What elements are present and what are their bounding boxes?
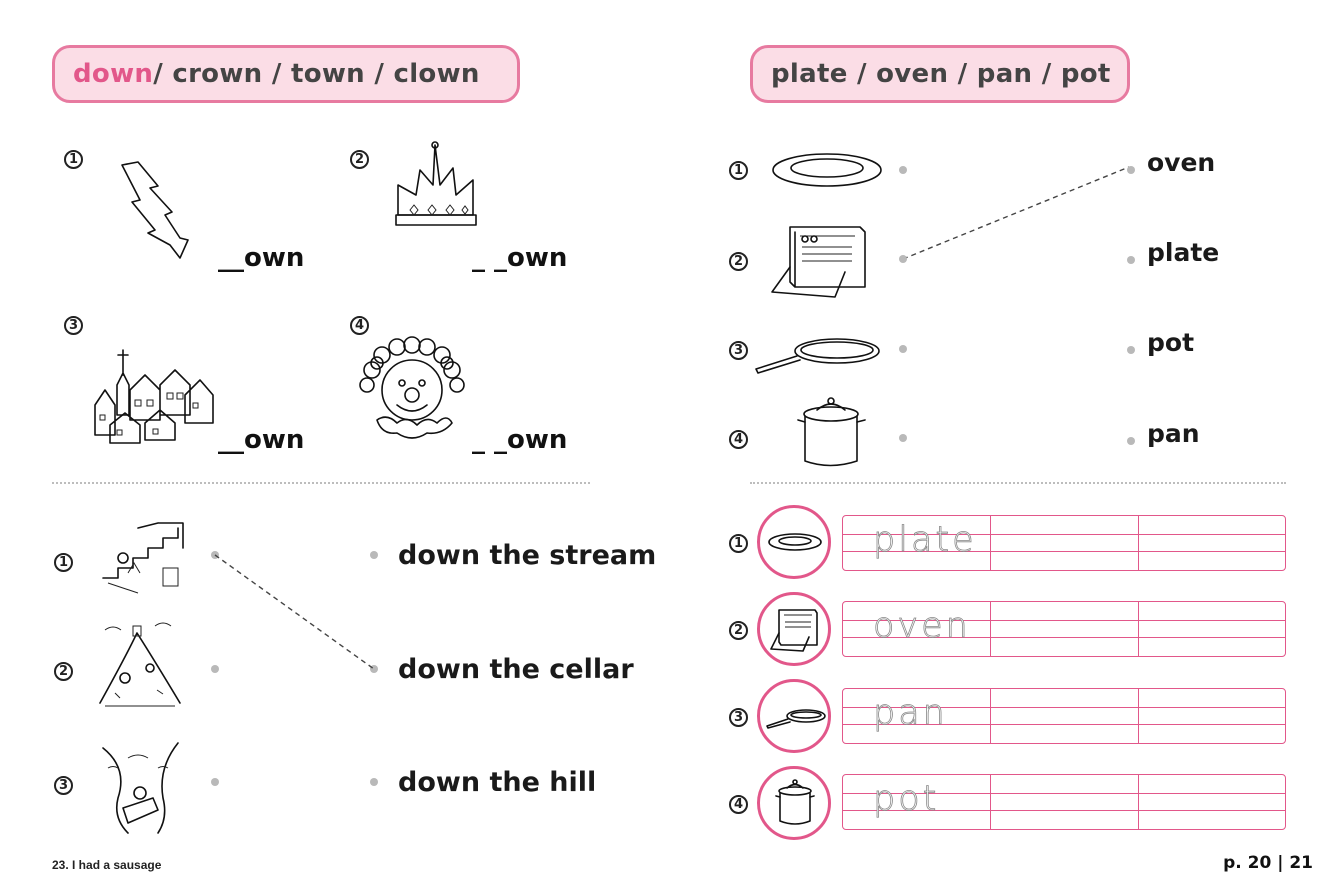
item-number-2: 2 [729, 621, 748, 640]
match-dot-right-3[interactable] [370, 778, 378, 786]
match-dot-right-2[interactable] [370, 665, 378, 673]
word-bank-highlight: down [73, 59, 154, 89]
match-dot-word-1[interactable] [1127, 166, 1135, 174]
pot-icon [775, 779, 815, 825]
match-dot-word-4[interactable] [1127, 437, 1135, 445]
phrase-3: down the hill [398, 767, 597, 798]
item-number-3: 3 [64, 316, 83, 335]
item-number-4: 4 [350, 316, 369, 335]
match-word-2: plate [1147, 238, 1220, 267]
oven-icon [770, 609, 818, 652]
pot-icon [797, 397, 866, 467]
section-divider-left [52, 482, 590, 484]
trace-word: pot [873, 779, 940, 820]
item-number-3: 3 [54, 776, 73, 795]
word-bank-right: plate / oven / pan / pot [750, 45, 1130, 103]
hill-scene-icon [99, 622, 181, 707]
blank-word-4: _ _own [472, 425, 568, 455]
item-number-1: 1 [54, 553, 73, 572]
trace-picture-circle [757, 679, 831, 753]
word-bank-left: down / crown / town / clown [52, 45, 520, 103]
trace-picture-circle [757, 505, 831, 579]
item-number-4: 4 [729, 430, 748, 449]
match-dot-pan[interactable] [899, 345, 907, 353]
blank-word-2: _ _own [472, 243, 568, 273]
trace-picture-circle [757, 766, 831, 840]
match-dot-pot[interactable] [899, 434, 907, 442]
handwriting-lines[interactable]: pot [842, 774, 1286, 830]
match-word-1: oven [1147, 148, 1216, 177]
word-bank-rest: / crown / town / clown [153, 59, 480, 89]
plate-icon [772, 153, 882, 187]
page-numbers: p. 20 | 21 [1223, 853, 1313, 873]
handwriting-lines[interactable]: pan [842, 688, 1286, 744]
match-dot-word-3[interactable] [1127, 346, 1135, 354]
plate-icon [768, 533, 822, 551]
trace-word: oven [873, 606, 971, 647]
item-number-1: 1 [64, 150, 83, 169]
trace-word: pan [873, 693, 948, 734]
item-number-2: 2 [54, 662, 73, 681]
match-dot-right-1[interactable] [370, 551, 378, 559]
item-number-2: 2 [350, 150, 369, 169]
item-number-4: 4 [729, 795, 748, 814]
match-word-4: pan [1147, 419, 1200, 448]
oven-icon [771, 226, 866, 298]
match-dot-oven[interactable] [899, 255, 907, 263]
section-divider-right [750, 482, 1286, 484]
item-number-3: 3 [729, 708, 748, 727]
trace-picture-circle [757, 592, 831, 666]
match-dot-plate[interactable] [899, 166, 907, 174]
handwriting-lines[interactable]: plate [842, 515, 1286, 571]
stairs-scene-icon [102, 522, 184, 594]
match-dot-word-2[interactable] [1127, 256, 1135, 264]
blank-word-3: __own [218, 425, 305, 455]
pan-icon [755, 338, 880, 374]
item-number-2: 2 [729, 252, 748, 271]
phrase-1: down the stream [398, 540, 657, 571]
match-dot-left-3[interactable] [211, 778, 219, 786]
crown-icon [395, 141, 477, 226]
match-word-3: pot [1147, 328, 1195, 357]
town-icon [94, 349, 214, 444]
phrase-2: down the cellar [398, 654, 634, 685]
item-number-3: 3 [729, 341, 748, 360]
pan-icon [766, 709, 826, 729]
trace-word: plate [873, 520, 977, 561]
page-footer-left: 23. I had a sausage [52, 858, 162, 872]
item-number-1: 1 [729, 534, 748, 553]
item-number-1: 1 [729, 161, 748, 180]
blank-word-1: __own [218, 243, 305, 273]
handwriting-lines[interactable]: oven [842, 601, 1286, 657]
clown-icon [359, 336, 465, 439]
lightning-icon [121, 161, 189, 259]
match-dot-left-2[interactable] [211, 665, 219, 673]
stream-scene-icon [102, 742, 179, 834]
